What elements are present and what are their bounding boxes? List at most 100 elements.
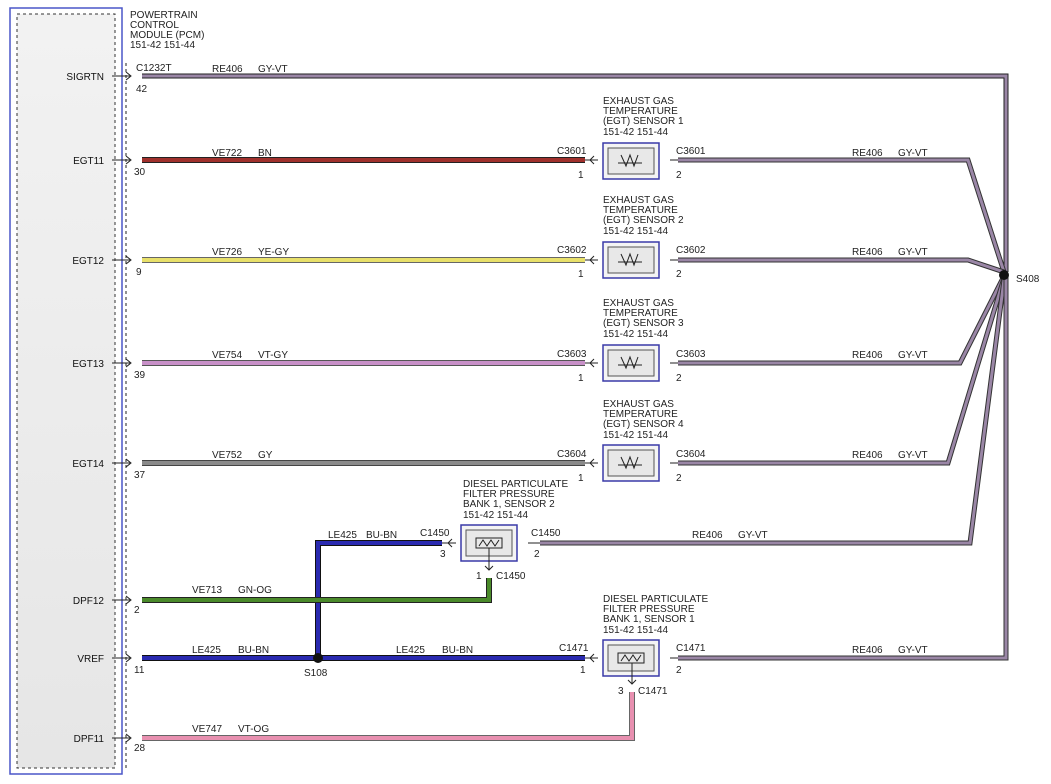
sensor-pin-arrows (585, 653, 678, 663)
signal-label: EGT14 (72, 459, 104, 470)
dpf-sensor-bank1-1: DIESEL PARTICULATE FILTER PRESSURE BANK … (559, 594, 709, 697)
sensor-title-2: TEMPERATURE (603, 308, 678, 319)
splice-s108-label: S108 (304, 668, 328, 679)
egt14-circuit-label: VE752 (212, 450, 242, 461)
sensor-title-1: EXHAUST GAS (603, 195, 674, 206)
ret3-color-label: GY-VT (898, 350, 928, 361)
pcm-title-line-2: CONTROL (130, 20, 179, 31)
connector-label: C1232T (136, 63, 172, 74)
pin-ret-label: 2 (676, 665, 682, 676)
pcm-pin-egt14: EGT14 37 (72, 459, 145, 481)
pcm-inner-panel (16, 13, 116, 769)
conn-right-label: C3603 (676, 349, 706, 360)
pcm-pin-sigrtn: SIGRTN 42 C1232T (66, 63, 171, 95)
sensor-pin-arrows (442, 538, 540, 548)
conn-left-label: C3601 (557, 146, 587, 157)
ret2-circuit-label: RE406 (852, 247, 883, 258)
sensor-inner (607, 449, 655, 477)
pcm-pin-egt13: EGT13 39 (72, 359, 145, 381)
pin1-label: 1 (578, 170, 584, 181)
sensor-title-1: EXHAUST GAS (603, 298, 674, 309)
signal-label: SIGRTN (66, 72, 104, 83)
thermistor-icon (618, 252, 642, 267)
thermistor-icon (618, 455, 642, 470)
sensor-pin-arrows (585, 155, 678, 165)
conn-right-label: C1450 (531, 528, 561, 539)
thermistor-icon (618, 355, 642, 370)
sensor-title-3: (EGT) SENSOR 3 (603, 318, 684, 329)
pin2-label: 2 (676, 170, 682, 181)
sensor-title-4: 151-42 151-44 (603, 329, 668, 340)
sensor-title-1: DIESEL PARTICULATE (463, 479, 569, 490)
pcm-pin-egt12: EGT12 9 (72, 256, 142, 278)
ret1-color-label: GY-VT (898, 148, 928, 159)
pcm-pin-dpf11: DPF11 28 (74, 734, 146, 754)
conn-left-label: C1450 (420, 528, 450, 539)
pin-number: 42 (136, 84, 148, 95)
sensor-title-1: DIESEL PARTICULATE (603, 594, 709, 605)
pin-number: 39 (134, 370, 146, 381)
egt12-circuit-label: VE726 (212, 247, 242, 258)
sensor-inner (607, 147, 655, 175)
sensor-title-2: TEMPERATURE (603, 106, 678, 117)
pcm-module (9, 7, 127, 775)
signal-label: EGT11 (73, 156, 104, 167)
pin-number: 28 (134, 743, 146, 754)
egt13-color-label: VT-GY (258, 350, 288, 361)
pressure-sensor-icon (617, 652, 645, 664)
egt12-color-label: YE-GY (258, 247, 289, 258)
conn-left-label: C3602 (557, 245, 587, 256)
conn-bottom-label: C1471 (638, 686, 668, 697)
sensor-title-3: (EGT) SENSOR 2 (603, 215, 684, 226)
sensor-title-3: BANK 1, SENSOR 2 (463, 499, 555, 510)
sensor-title-2: FILTER PRESSURE (603, 604, 695, 615)
wiper-icon (627, 663, 637, 685)
pin-number: 30 (134, 167, 146, 178)
conn-bottom-label: C1450 (496, 571, 526, 582)
conn-right-label: C3602 (676, 245, 706, 256)
ret6-color-label: GY-VT (898, 645, 928, 656)
sensor-title-2: FILTER PRESSURE (463, 489, 555, 500)
egt-sensor-1: EXHAUST GAS TEMPERATURE (EGT) SENSOR 1 1… (557, 96, 706, 181)
pcm-outer-border (9, 7, 123, 775)
pin2-label: 2 (676, 269, 682, 280)
dpf-sensor-bank1-2: DIESEL PARTICULATE FILTER PRESSURE BANK … (420, 479, 569, 582)
wiper-icon (484, 548, 494, 571)
sensor-pin-arrows (585, 458, 678, 468)
pcm-pin-arrows (112, 71, 132, 743)
sensor-title-4: 151-42 151-44 (603, 226, 668, 237)
egt14-color-label: GY (258, 450, 273, 461)
wire-dpf11 (142, 692, 635, 741)
ret2-color-label: GY-VT (898, 247, 928, 258)
sigrtn-color-label: GY-VT (258, 64, 288, 75)
ret5-color-label: GY-VT (738, 530, 768, 541)
sensor-title-2: TEMPERATURE (603, 205, 678, 216)
le425-branch-color-label: BU-BN (366, 530, 397, 541)
sensor-title-1: EXHAUST GAS (603, 96, 674, 107)
pressure-sensor-icon (475, 537, 503, 549)
ret5-circuit-label: RE406 (692, 530, 723, 541)
sensor-title-3: BANK 1, SENSOR 1 (603, 614, 695, 625)
pcm-pin-egt11: EGT11 30 (73, 156, 145, 178)
pin2-label: 2 (676, 473, 682, 484)
sensor-title-3: (EGT) SENSOR 1 (603, 116, 684, 127)
pcm-title-line-3: MODULE (PCM) (130, 30, 204, 41)
signal-label: EGT13 (72, 359, 104, 370)
conn-right-label: C1471 (676, 643, 706, 654)
wire-dpf12 (142, 578, 492, 603)
splice-s108 (313, 653, 323, 663)
pin-number: 9 (136, 267, 142, 278)
sensor-title-4: 151-42 151-44 (463, 510, 528, 521)
pin-ret-label: 2 (534, 549, 540, 560)
egt-sensor-2: EXHAUST GAS TEMPERATURE (EGT) SENSOR 2 1… (557, 195, 706, 280)
ve747-color-label: VT-OG (238, 724, 269, 735)
egt13-circuit-label: VE754 (212, 350, 242, 361)
sensor-title-4: 151-42 151-44 (603, 430, 668, 441)
sigrtn-circuit-label: RE406 (212, 64, 243, 75)
pcm-pin-vref: VREF 11 (77, 654, 144, 676)
ret6-circuit-label: RE406 (852, 645, 883, 656)
pin-ref-label: 3 (440, 549, 446, 560)
pin-number: 11 (134, 665, 145, 676)
pin1-label: 1 (578, 269, 584, 280)
